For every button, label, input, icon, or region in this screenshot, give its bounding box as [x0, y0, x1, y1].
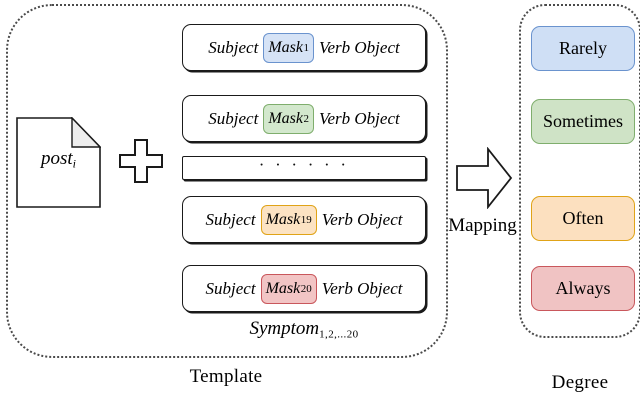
degree-caption: Degree: [551, 372, 609, 393]
subject-slot: Subject: [208, 108, 259, 128]
mask-chip-subscript: 1: [303, 41, 309, 54]
mask-chip-label: Mask: [265, 279, 301, 297]
degree-chip-sometimes: Sometimes: [531, 99, 635, 144]
template-group-panel: [6, 4, 448, 358]
verb-object-slot: Verb Object: [321, 278, 403, 298]
mapping-label: Mapping: [448, 215, 517, 236]
document-page-icon: [16, 117, 101, 208]
subject-slot: Subject: [208, 37, 259, 57]
symptom-label: Symptom1,2,...20: [182, 318, 426, 340]
degree-chip-label: Often: [562, 208, 604, 228]
plus-icon: [118, 138, 164, 184]
template-caption: Template: [189, 366, 263, 387]
post-label-subscript: i: [72, 156, 77, 171]
verb-object-slot: Verb Object: [321, 209, 403, 229]
post-label: posti: [16, 148, 101, 171]
verb-object-slot: Verb Object: [318, 37, 400, 57]
symptom-label-subscript: 1,2,...20: [319, 328, 359, 341]
ellipsis-text: · · · · · ·: [258, 155, 350, 174]
degree-chip-label: Rarely: [559, 38, 607, 58]
block-arrow-right-icon: [455, 147, 513, 209]
degree-chip-label: Sometimes: [543, 111, 623, 131]
degree-chip-label: Always: [555, 278, 611, 298]
mask-chip-subscript: 19: [300, 213, 312, 226]
degree-chip-often: Often: [531, 196, 635, 241]
subject-slot: Subject: [205, 278, 256, 298]
mask-chip-label: Mask: [268, 109, 303, 127]
post-label-text: post: [40, 148, 73, 169]
mask-chip-label: Mask: [268, 38, 303, 56]
mask-chip-label: Mask: [265, 210, 301, 228]
degree-chip-always: Always: [531, 266, 635, 311]
template-row-ellipsis: · · · · · ·: [182, 156, 426, 180]
verb-object-slot: Verb Object: [318, 108, 400, 128]
mask-chip-subscript: 20: [300, 282, 312, 295]
mask-chip-subscript: 2: [303, 112, 309, 125]
degree-chip-rarely: Rarely: [531, 26, 635, 71]
symptom-label-text: Symptom: [249, 318, 320, 339]
subject-slot: Subject: [205, 209, 256, 229]
